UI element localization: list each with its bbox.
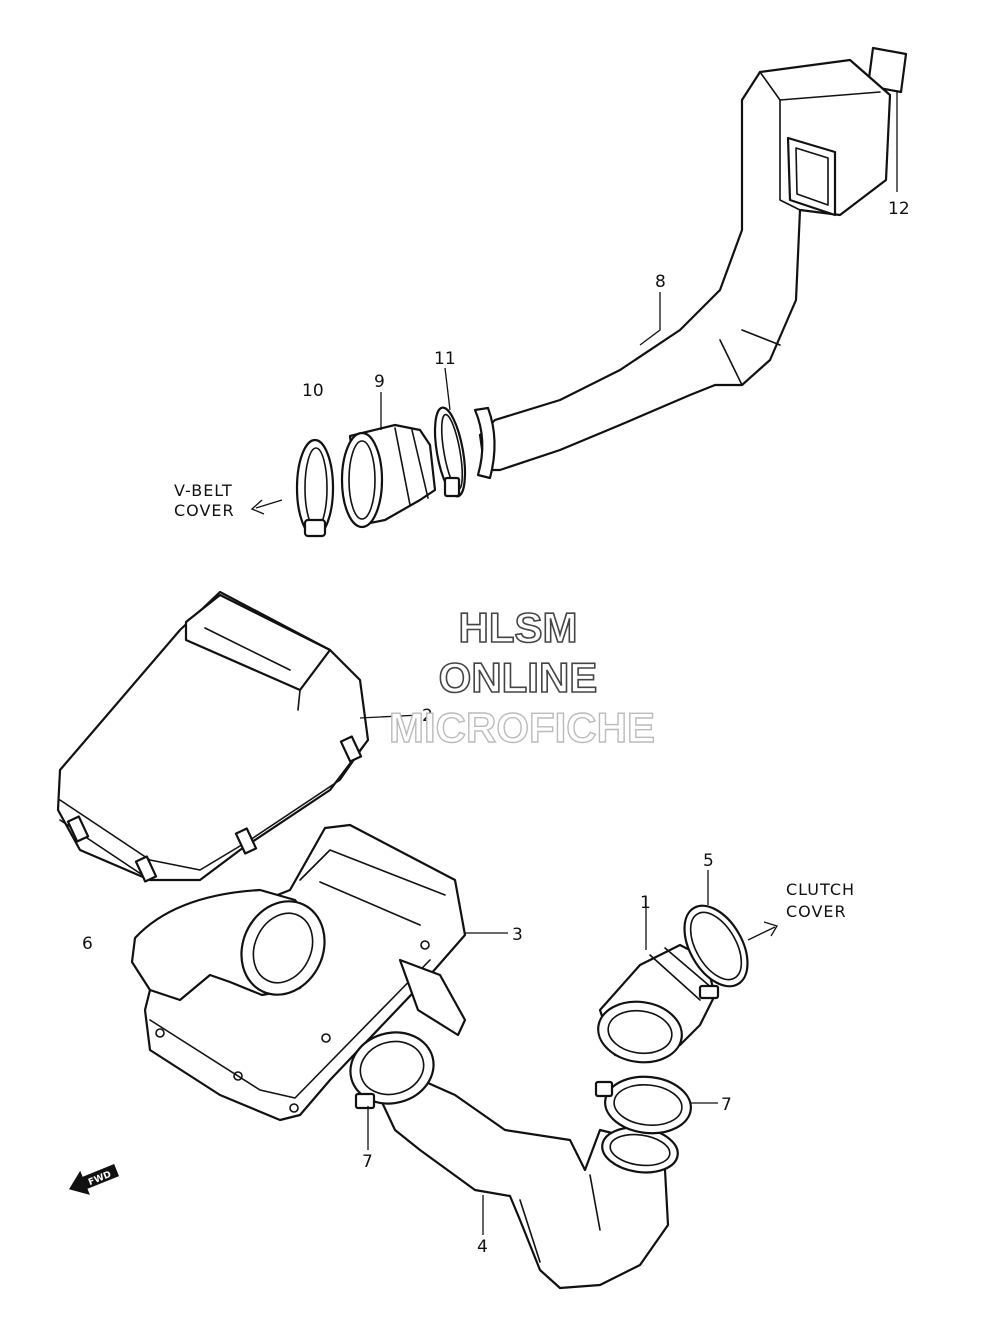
part-5-gasket — [683, 904, 749, 1000]
destination-notes: V-BELT COVER CLUTCH COVER — [174, 481, 855, 921]
part-2-cover — [56, 590, 370, 883]
callout-11: 11 — [434, 349, 456, 369]
part-12-plate — [866, 46, 908, 94]
callout-9: 9 — [374, 372, 385, 392]
callout-1: 1 — [640, 893, 651, 913]
forward-arrow-icon: FWD — [68, 1164, 120, 1195]
callout-12: 12 — [888, 199, 910, 219]
part-6-inlet-duct — [130, 888, 326, 1002]
vbelt-cover-label-line2: COVER — [174, 501, 235, 520]
arrow-to-vbelt-cover-icon — [250, 499, 283, 515]
part-1-clutch-duct — [597, 943, 717, 1064]
callout-3: 3 — [512, 925, 523, 945]
leader-lines — [359, 92, 898, 1235]
part-10-clamp — [295, 438, 335, 538]
watermark-line-3: MICROFICHE — [389, 704, 655, 751]
callout-5: 5 — [703, 851, 714, 871]
direction-arrows — [250, 499, 778, 941]
callout-10: 10 — [302, 381, 324, 401]
arrow-to-clutch-cover-icon — [747, 921, 778, 941]
clutch-cover-label-line1: CLUTCH — [786, 880, 855, 899]
callout-8: 8 — [655, 272, 666, 292]
clutch-cover-label-line2: COVER — [786, 902, 847, 921]
vbelt-cover-label-line1: V-BELT — [174, 481, 233, 500]
callout-2: 2 — [422, 706, 433, 726]
watermark: HLSM ONLINE MICROFICHE — [388, 603, 655, 752]
callout-7-right: 7 — [721, 1095, 732, 1115]
part-4-outlet-hose — [378, 1073, 679, 1290]
callout-6: 6 — [82, 934, 93, 954]
part-11-clamp — [433, 406, 467, 498]
part-7-clamp-right — [594, 1075, 692, 1135]
watermark-line-1: HLSM — [459, 604, 578, 651]
fwd-label: FWD — [87, 1170, 113, 1188]
callout-7-left: 7 — [362, 1152, 373, 1172]
part-9-joint-boot — [340, 423, 437, 529]
callout-numbers: 12 8 11 9 10 2 3 6 1 5 7 7 4 — [82, 199, 910, 1257]
watermark-line-2: ONLINE — [439, 654, 598, 701]
part-8-intake-duct — [473, 58, 892, 480]
part-7-clamp-left — [349, 1031, 435, 1110]
callout-4: 4 — [477, 1237, 488, 1257]
